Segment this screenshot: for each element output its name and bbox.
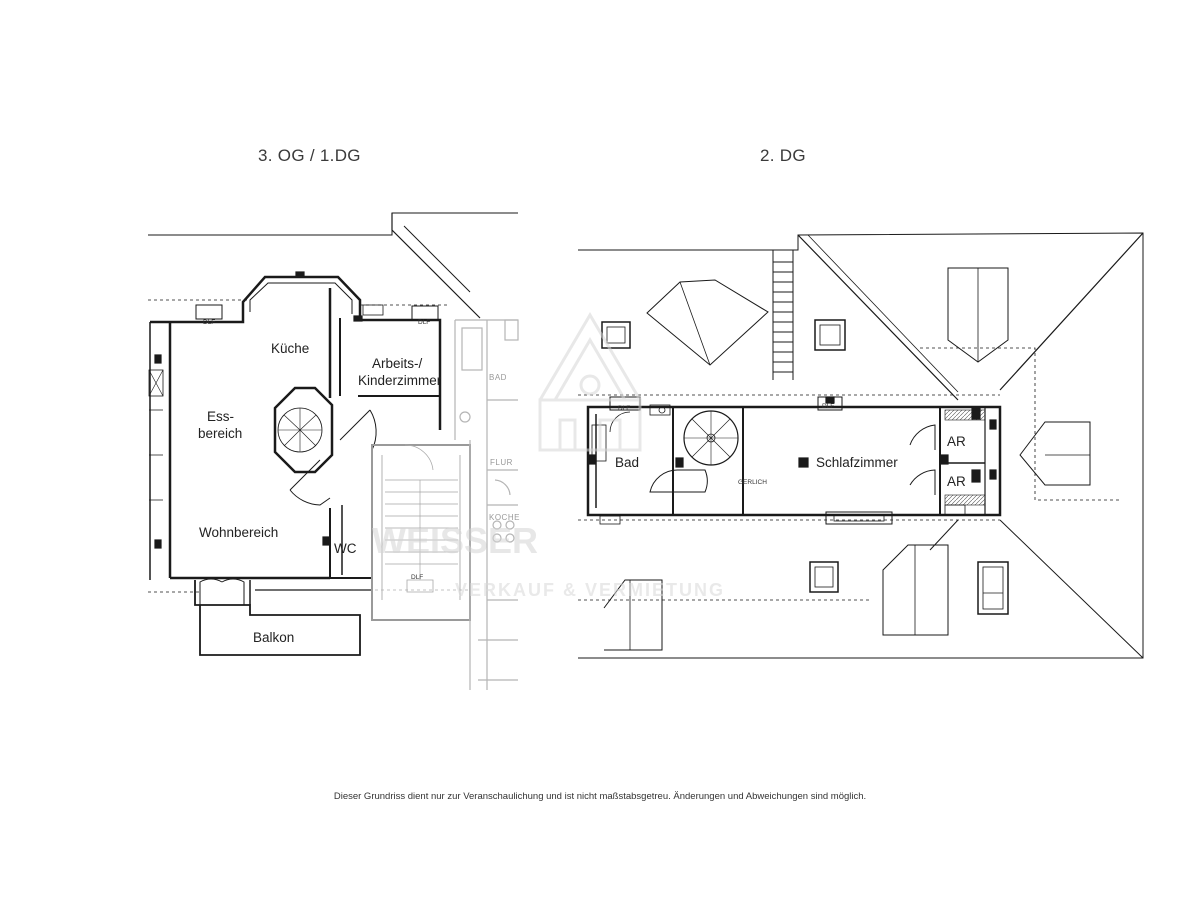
room-wohnbereich: Wohnbereich (199, 525, 278, 540)
watermark-brand: WEISSER (372, 520, 538, 561)
room-arbeits-line1: Arbeits-/ (372, 356, 423, 371)
watermark-sub: VERKAUF & VERMIETUNG (455, 580, 725, 600)
room-ess-line2: bereich (198, 426, 242, 441)
plan-right (578, 232, 1144, 659)
bad-mark-left: BAD (489, 373, 507, 382)
plan-left (148, 212, 519, 690)
flur-mark-left: FLUR (490, 458, 513, 467)
room-ar-1: AR (947, 434, 966, 449)
plan-title-left: 3. OG / 1.DG (258, 146, 361, 165)
disclaimer-footer: Dieser Grundriss dient nur zur Veranscha… (333, 791, 867, 802)
dlf-mark-left-3: DLF (411, 574, 423, 581)
room-balkon: Balkon (253, 630, 294, 645)
room-wc: WC (334, 541, 357, 556)
room-ar-2: AR (947, 474, 966, 489)
dlf-mark-left-2: DLF (418, 319, 430, 326)
dlf-mark-right-2: DLF (822, 403, 834, 410)
plan-title-right: 2. DG (760, 146, 806, 165)
koche-mark-left: KOCHE (489, 513, 520, 522)
gerlich-mark: GERLICH (738, 479, 767, 486)
watermark-logo: WEISSER VERKAUF & VERMIETUNG (372, 312, 725, 600)
dlf-mark-left-1: DLF (203, 319, 215, 326)
room-schlafzimmer: Schlafzimmer (816, 455, 898, 470)
room-ess-line1: Ess- (207, 409, 234, 424)
room-arbeits-line2: Kinderzimmer (358, 373, 442, 388)
room-bad: Bad (615, 455, 639, 470)
room-kueche: Küche (271, 341, 309, 356)
dlf-mark-right-1: DLF (618, 405, 630, 412)
